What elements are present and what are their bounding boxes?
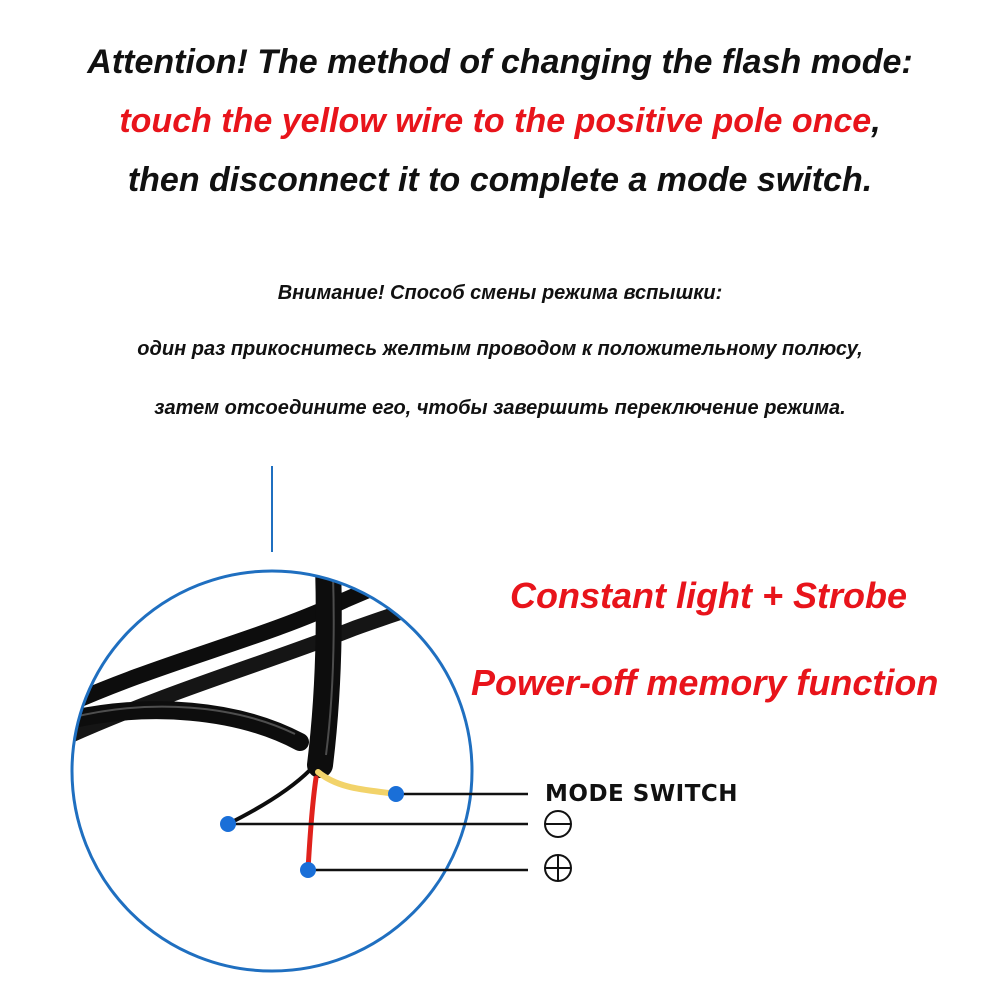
- russian-line-1: Внимание! Способ смены режима вспышки:: [277, 282, 723, 304]
- red-wire: [305, 775, 319, 873]
- cable-highlight: [72, 705, 296, 735]
- positive-terminal-dot: [300, 862, 316, 878]
- cable-main-highlight: [325, 574, 335, 756]
- heading-line-2-tail: ,: [871, 102, 881, 140]
- feature-power-off-memory: Power-off memory function: [471, 662, 939, 703]
- mode-switch-label: MODE SWITCH: [545, 781, 739, 807]
- russian-line-2: один раз прикоснитесь желтым проводом к …: [137, 338, 863, 360]
- cable-main: [307, 571, 342, 778]
- russian-line-3: затем отсоедините его, чтобы завершить п…: [154, 397, 846, 419]
- heading-line-1: Attention! The method of changing the fl…: [87, 43, 913, 81]
- magnifier-ring: [70, 569, 474, 973]
- negative-terminal-dot: [220, 816, 236, 832]
- heading-line-2: touch the yellow wire to the positive po…: [0, 101, 1000, 141]
- minus-circle-icon: [544, 810, 572, 838]
- plus-circle-icon: [544, 854, 572, 882]
- mode-switch-terminal-dot: [388, 786, 404, 802]
- cable-loop-front: [72, 701, 309, 751]
- black-wire: [226, 768, 312, 826]
- heading-line-2-highlight: touch the yellow wire to the positive po…: [119, 102, 872, 140]
- heading-line-3: then disconnect it to complete a mode sw…: [127, 161, 873, 199]
- feature-constant-strobe: Constant light + Strobe: [510, 575, 908, 616]
